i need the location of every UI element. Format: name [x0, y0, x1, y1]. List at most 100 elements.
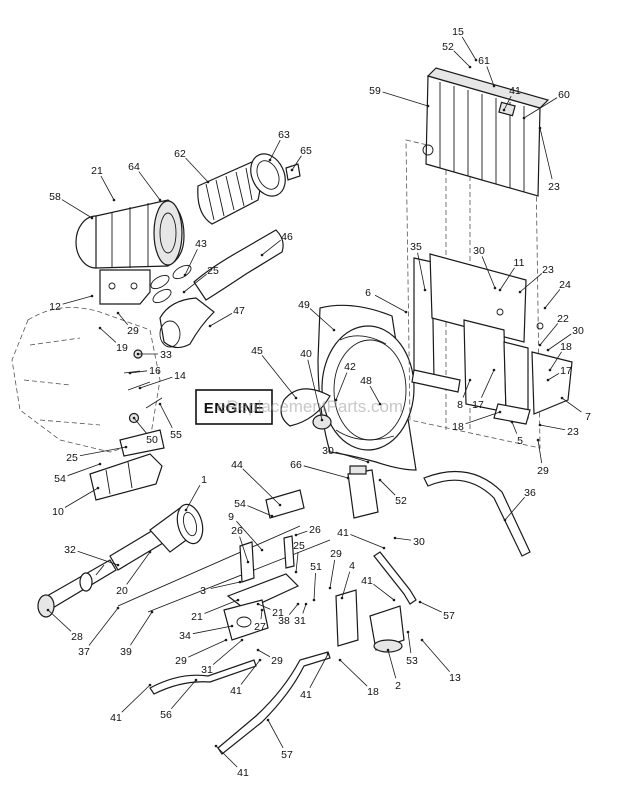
leader-end-dot: [116, 311, 120, 315]
leader-end-dot: [498, 288, 502, 292]
callout-c15: 15: [452, 26, 478, 62]
leader-end-dot: [326, 652, 330, 656]
callout-number: 31: [294, 615, 306, 627]
leader-line: [184, 249, 198, 276]
leader-end-dot: [538, 423, 542, 427]
callout-number: 51: [310, 561, 322, 573]
callout-c41c: 41: [361, 575, 396, 602]
callout-number: 18: [452, 421, 464, 433]
leader-line: [159, 403, 173, 429]
leader-end-dot: [406, 630, 410, 634]
leader-end-dot: [492, 368, 496, 372]
callout-c52a: 52: [442, 41, 472, 69]
clutch-drum: [149, 503, 204, 553]
callout-c23a: 23: [538, 126, 560, 193]
callout-number: 58: [49, 191, 61, 203]
leader-end-dot: [340, 596, 344, 600]
leader-end-dot: [90, 216, 94, 220]
callout-number: 39: [120, 646, 132, 658]
callout-c3: 3: [200, 580, 242, 597]
callout-number: 65: [300, 145, 312, 157]
callout-number: 41: [361, 575, 373, 587]
callout-number: 30: [322, 445, 334, 457]
leader-line: [309, 308, 335, 331]
leader-end-dot: [236, 598, 240, 602]
leader-end-dot: [468, 378, 472, 382]
leader-end-dot: [404, 310, 408, 314]
callout-c29a: 29: [116, 311, 139, 337]
callout-c55: 55: [158, 402, 182, 441]
callout-number: 25: [66, 452, 78, 464]
leader-line: [369, 385, 381, 405]
callout-c25b: 25: [66, 445, 128, 464]
leader-end-dot: [258, 658, 262, 662]
leader-end-dot: [382, 546, 386, 550]
callout-c64: 64: [128, 161, 162, 202]
leader-line: [185, 484, 201, 511]
leader-end-dot: [560, 396, 564, 400]
callout-number: 22: [557, 313, 569, 325]
callout-c44: 44: [231, 459, 282, 507]
air-cleaner-cover: [250, 153, 286, 197]
leader-line: [269, 139, 281, 161]
hose-clamps: [150, 264, 192, 304]
callout-c4: 4: [340, 560, 355, 600]
engine-label-box: ENGINE: [195, 389, 273, 425]
leader-end-dot: [548, 368, 552, 372]
leader-line: [261, 355, 297, 399]
leader-end-dot: [492, 84, 496, 88]
callout-number: 50: [146, 434, 158, 446]
callout-number: 17: [472, 399, 484, 411]
leader-line: [373, 583, 395, 601]
callout-c32: 32: [64, 544, 120, 567]
leader-end-dot: [536, 438, 540, 442]
leader-end-dot: [214, 744, 218, 748]
callout-c24: 24: [543, 279, 571, 310]
callout-c31a: 31: [294, 602, 308, 627]
valve-cap: [285, 163, 301, 181]
callout-c20: 20: [116, 550, 152, 597]
leader-line: [561, 397, 582, 413]
callout-c48: 48: [360, 375, 382, 406]
leader-line: [539, 127, 553, 180]
leader-line: [192, 625, 233, 635]
intake-hose: [159, 229, 284, 349]
callout-c30d: 30: [393, 536, 425, 548]
callout-number: 18: [560, 341, 572, 353]
callout-number: 11: [514, 257, 525, 269]
leader-end-dot: [522, 116, 526, 120]
leader-line: [185, 157, 209, 183]
leader-end-dot: [183, 273, 187, 277]
leader-line: [138, 171, 161, 201]
leader-end-dot: [420, 638, 424, 642]
leader-end-dot: [304, 602, 308, 606]
leader-line: [77, 550, 119, 566]
drive-shaft: [37, 525, 169, 618]
callout-number: 24: [559, 279, 571, 291]
callout-c42: 42: [334, 361, 356, 402]
callout-number: 10: [52, 506, 64, 518]
leader-line: [236, 520, 263, 551]
leader-line: [121, 684, 151, 713]
leader-line: [117, 312, 129, 326]
callout-number: 7: [585, 411, 591, 423]
leader-end-dot: [278, 503, 282, 507]
callout-c41d: 41: [230, 658, 262, 697]
leader-end-dot: [128, 371, 132, 375]
leader-line: [382, 91, 429, 107]
leader-line: [481, 369, 495, 398]
leader-end-dot: [392, 598, 396, 602]
leader-line: [303, 465, 349, 479]
leader-end-dot: [208, 324, 212, 328]
callout-c17b: 17: [472, 368, 496, 411]
leader-line: [453, 50, 471, 68]
callout-number: 44: [231, 459, 243, 471]
callout-c41a: 41: [502, 85, 521, 112]
leader-line: [481, 256, 496, 289]
callout-number: 57: [443, 610, 455, 622]
leader-end-dot: [256, 648, 260, 652]
callout-number: 64: [128, 161, 140, 173]
engine-label: ENGINE: [204, 400, 265, 417]
callout-c35: 35: [410, 241, 427, 292]
